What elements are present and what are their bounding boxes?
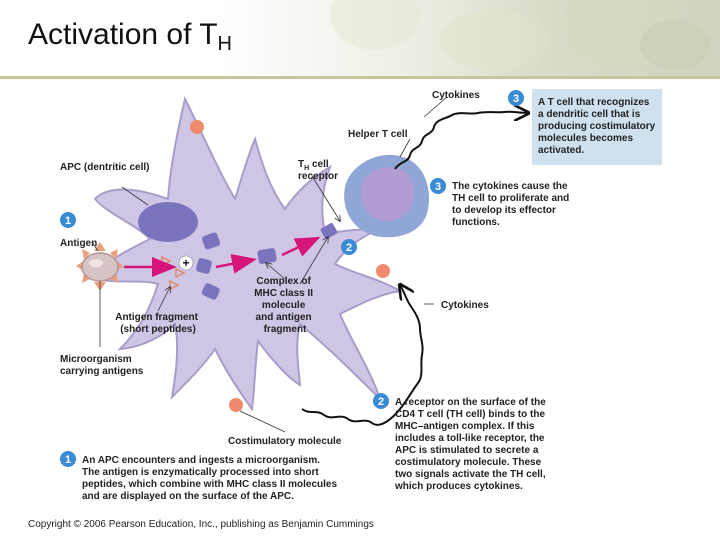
process-arrow (281, 236, 321, 257)
cytokine-arrow-top (394, 112, 528, 170)
svg-text:2: 2 (378, 396, 384, 408)
label-th-cell-receptor-line2: receptor (298, 171, 338, 182)
mhc-fragment (201, 283, 220, 300)
step1-text: An APC encounters and ingests a microorg… (82, 455, 340, 502)
label-cytokines-right: Cytokines (441, 300, 489, 311)
step-badge-3a: 3 (508, 90, 524, 106)
microorganism (76, 242, 124, 291)
mhc-surface-complex (320, 223, 338, 239)
helper-t-cell-inner (360, 166, 414, 221)
leader-line (121, 186, 149, 206)
leader-line (157, 287, 170, 312)
plus-symbol: + (182, 256, 189, 270)
plus-marker (178, 255, 194, 271)
header-decor-blob (330, 0, 420, 50)
costimulatory-molecule (190, 120, 204, 134)
step-badge-1-top: 1 (60, 212, 76, 228)
header-decor-blob (640, 20, 710, 70)
step-badge-2-top: 2 (341, 239, 357, 255)
leader-line (91, 241, 99, 252)
costimulatory-molecule (376, 264, 390, 278)
slide-title: Activation of TH (28, 18, 232, 55)
th-activation-diagram: + 1 2 (60, 89, 662, 502)
antigen-fragment (169, 279, 180, 291)
label-apc: APC (dentritic cell) (60, 162, 149, 173)
leader-line (266, 263, 286, 280)
mhc-antigen-complex (257, 248, 277, 264)
slide-header (0, 0, 720, 76)
header-divider (0, 76, 720, 79)
svg-text:1: 1 (65, 454, 71, 466)
label-microorganism: Microorganism carrying antigens (60, 354, 144, 377)
leader-line (299, 237, 328, 285)
cytokine-arrow-right (301, 285, 424, 426)
label-antigen-fragment: Antigen fragment (short peptides) (115, 312, 201, 335)
label-complex: Complex of MHC class II molecule and ant… (254, 276, 316, 335)
mhc-fragment (201, 232, 221, 250)
callout-step3-box (532, 89, 662, 165)
step-badge-1-text: 1 (60, 451, 76, 467)
header-decor-blob (440, 10, 550, 70)
svg-text:2: 2 (346, 242, 352, 254)
label-cytokines-top: Cytokines (432, 90, 480, 101)
step3a-text: A T cell that recognizes a dendritic cel… (538, 97, 658, 156)
leader-line (423, 96, 448, 118)
step2-text: A receptor on the surface of the CD4 T c… (394, 397, 549, 492)
svg-text:3: 3 (435, 181, 441, 193)
leader-line (311, 175, 340, 221)
label-th-cell-receptor: TH cell (298, 159, 329, 172)
svg-text:3: 3 (513, 93, 519, 105)
leader-line (239, 410, 286, 433)
label-helper-t-cell: Helper T cell (348, 129, 408, 140)
process-arrow (215, 254, 257, 274)
leader-line (399, 138, 411, 158)
step-badge-3b: 3 (430, 178, 446, 194)
label-antigen: Antigen (60, 238, 97, 249)
apc-dendritic-cell (93, 96, 403, 412)
costimulatory-molecule (229, 398, 243, 412)
step3b-text: The cytokines cause the TH cell to proli… (452, 181, 572, 228)
apc-nucleus (138, 202, 198, 242)
step-badge-2-text: 2 (373, 393, 389, 409)
copyright-notice: Copyright © 2006 Pearson Education, Inc.… (28, 519, 374, 530)
svg-text:1: 1 (65, 215, 71, 227)
label-costimulatory: Costimulatory molecule (228, 436, 342, 447)
mhc-fragment (196, 258, 212, 274)
